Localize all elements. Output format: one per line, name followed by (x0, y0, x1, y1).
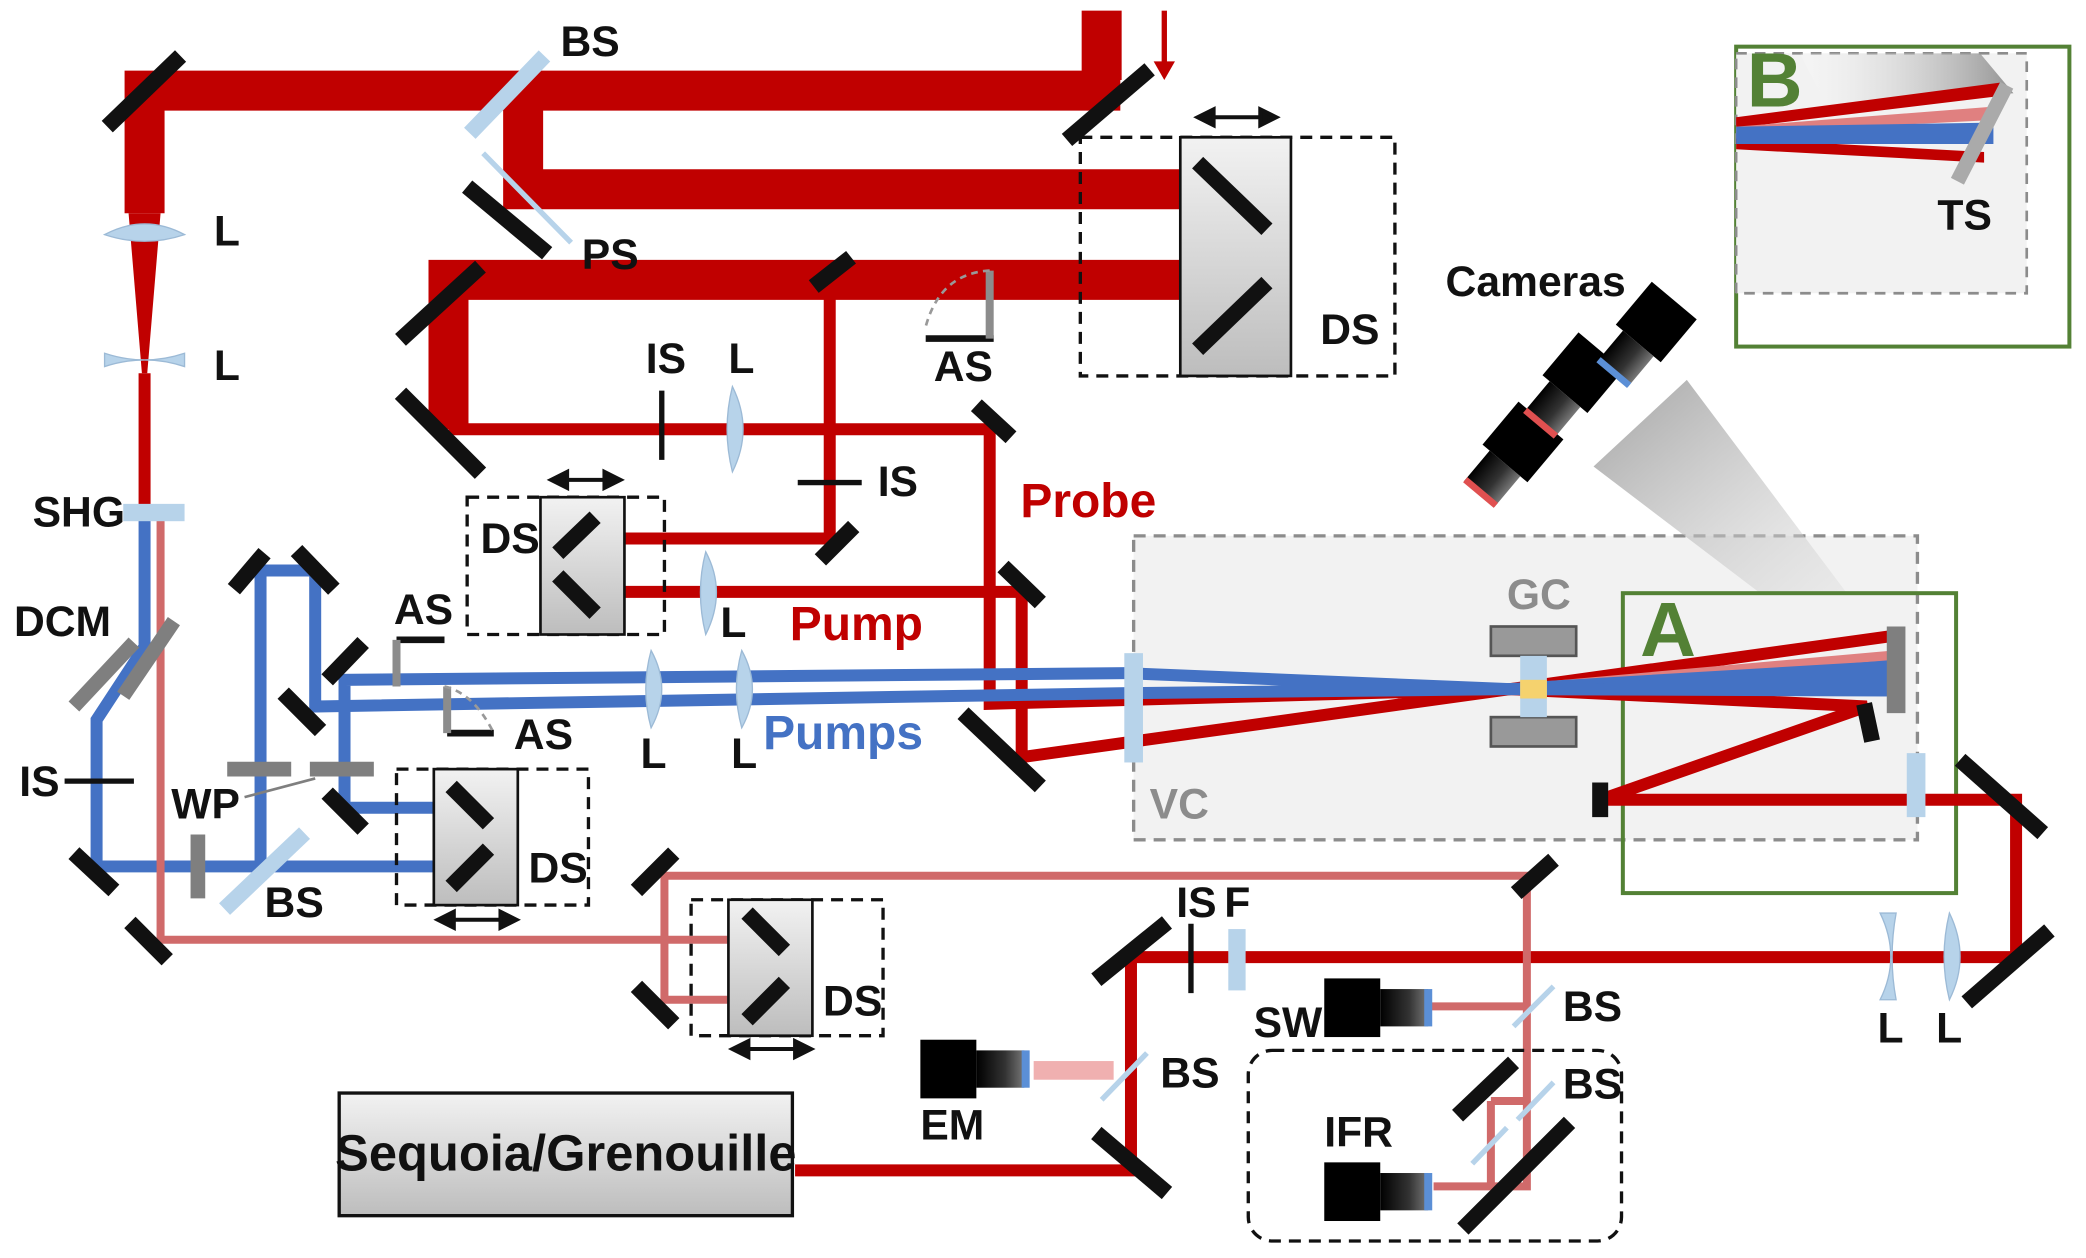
label-as-1: AS (394, 586, 453, 634)
label-inset-b: B (1747, 38, 1803, 124)
label-l-pump: L (720, 599, 746, 647)
target-screen (1886, 626, 1906, 714)
delay-stage-mid-box (465, 495, 667, 637)
label-is-left: IS (19, 758, 59, 806)
stage-travel-arrows (433, 106, 1281, 1061)
label-ds-top: DS (1320, 306, 1379, 354)
gas-cell (1489, 625, 1578, 748)
inset-b-red-beam-lower (1736, 138, 1985, 163)
delay-stage-blue (432, 767, 520, 907)
label-bs-blue: BS (265, 879, 324, 927)
label-l-right-2: L (1936, 1004, 1962, 1052)
label-inset-a: A (1640, 587, 1696, 673)
input-arrow-head (1153, 61, 1175, 80)
inset-a-frame (1620, 591, 1959, 896)
inset-b-blue-beam (1736, 122, 1994, 144)
label-l-1: L (214, 207, 240, 255)
delay-stage-mid (539, 495, 626, 636)
reference-beam (156, 519, 1531, 1191)
label-f: F (1224, 879, 1250, 927)
camera-view-cone (1593, 379, 1847, 594)
label-bs-ifr: BS (1563, 1060, 1622, 1108)
input-arrow-shaft (1161, 10, 1167, 67)
label-em: EM (920, 1102, 984, 1150)
label-l-pumps-2: L (731, 730, 757, 778)
label-ts: TS (1937, 191, 1992, 239)
label-pump: Pump (790, 598, 923, 651)
focused-beam-taper (128, 213, 161, 374)
grey-elements (68, 617, 374, 899)
label-is-pump: IS (878, 458, 918, 506)
label-bs-sw: BS (1563, 983, 1622, 1031)
label-ds-mid: DS (480, 515, 539, 563)
inset-a-blue-fan (1533, 659, 1894, 694)
label-diagnostic: Sequoia/Grenouille (335, 1124, 796, 1181)
label-ds-ref: DS (823, 978, 882, 1026)
label-l-probe: L (728, 335, 754, 383)
label-l-2: L (214, 342, 240, 390)
label-l-pumps-1: L (640, 730, 666, 778)
label-is-probe: IS (646, 335, 686, 383)
label-dcm: DCM (14, 598, 111, 646)
label-bs-top: BS (560, 18, 619, 66)
grey-leader-lines (244, 777, 316, 799)
label-gc: GC (1507, 571, 1571, 619)
delay-stage-ref (727, 898, 814, 1038)
aperture-shutters (392, 269, 994, 737)
inset-b-target (1950, 81, 2014, 185)
label-wp: WP (171, 780, 240, 828)
interferometer-box (1246, 1048, 1624, 1243)
delay-stage-top (1178, 135, 1293, 378)
irises (64, 390, 1194, 994)
beam-splitters (219, 50, 551, 915)
label-ifr: IFR (1324, 1108, 1393, 1156)
label-pumps: Pumps (763, 707, 923, 760)
label-bs-em: BS (1160, 1050, 1219, 1098)
label-probe: Probe (1020, 475, 1156, 528)
cameras (920, 281, 1697, 1222)
label-vc: VC (1150, 780, 1209, 828)
thin-splitters (481, 151, 1556, 1166)
label-ds-blue: DS (528, 844, 587, 892)
label-shg: SHG (33, 489, 125, 537)
label-sw: SW (1254, 999, 1323, 1047)
lenses (102, 223, 1961, 1002)
inset-b-red-beam (1736, 82, 2001, 128)
mirrors (68, 50, 2055, 1235)
label-as-2: AS (514, 711, 573, 759)
em-light-path (1033, 1061, 1114, 1080)
label-l-right-1: L (1877, 1004, 1903, 1052)
label-as-3: AS (934, 343, 993, 391)
diagnostic-box (337, 1091, 795, 1218)
label-ps: PS (582, 231, 639, 279)
label-cameras: Cameras (1446, 258, 1626, 306)
label-is-bottom: IS (1176, 879, 1216, 927)
